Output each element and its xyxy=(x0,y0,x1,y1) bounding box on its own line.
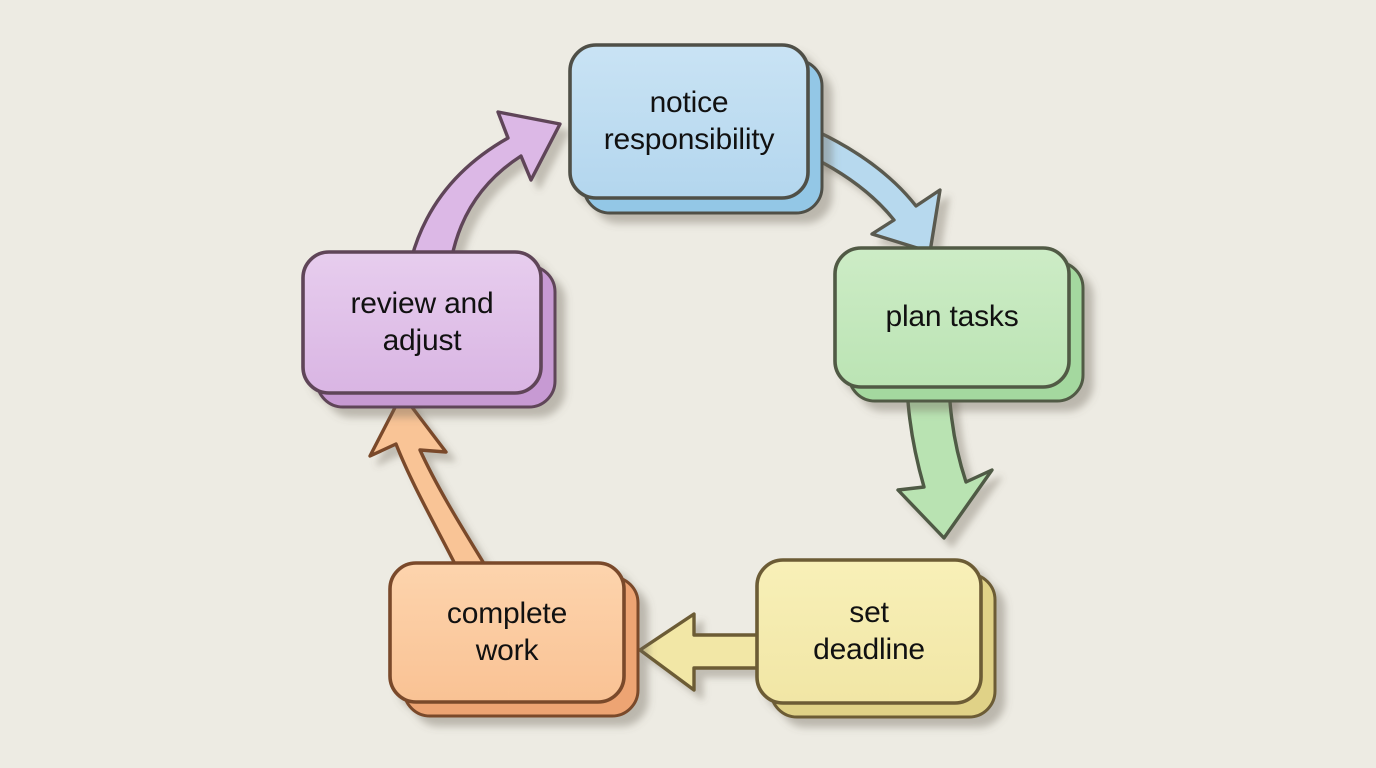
node-notice-responsibility[interactable] xyxy=(568,43,824,215)
edge-work-to-review xyxy=(368,392,502,596)
node-plan-tasks[interactable] xyxy=(833,246,1085,403)
node-set-deadline[interactable] xyxy=(755,558,997,719)
node-complete-work[interactable] xyxy=(388,561,640,718)
node-review-and-adjust[interactable] xyxy=(301,250,557,409)
